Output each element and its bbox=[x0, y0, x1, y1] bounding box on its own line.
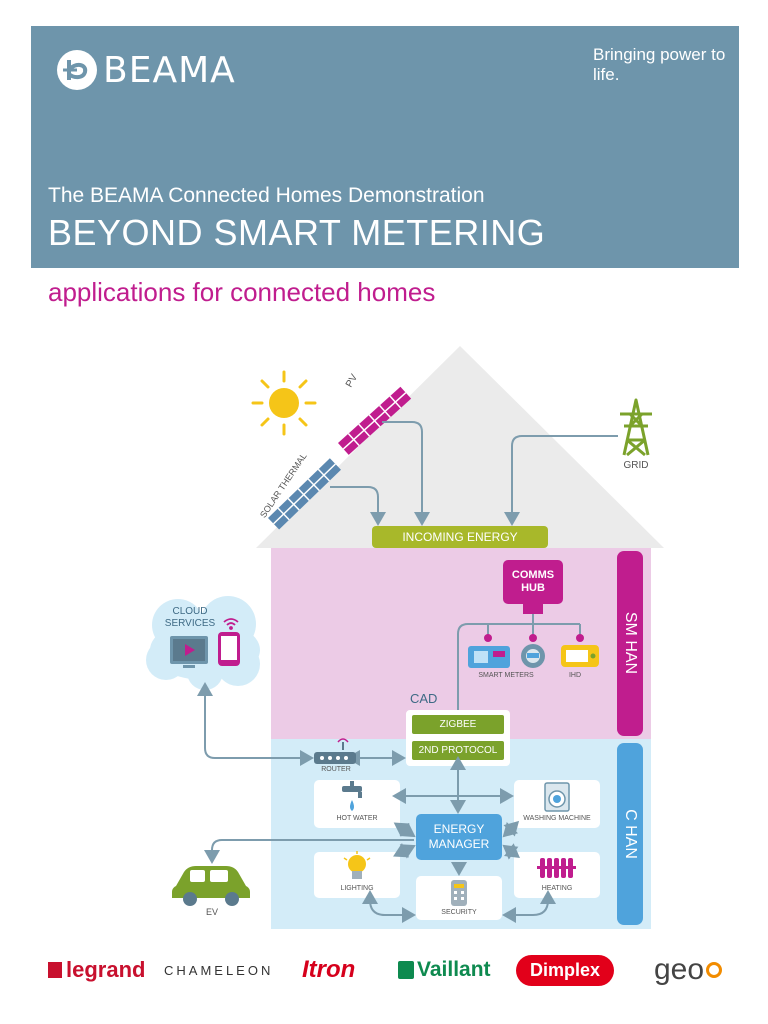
geo-text: geo bbox=[654, 953, 705, 986]
pylon-icon bbox=[620, 398, 652, 457]
legrand-text: legrand bbox=[66, 957, 146, 982]
geo-logo: geo bbox=[654, 948, 723, 992]
hot-water-box bbox=[314, 780, 400, 828]
pv-panel-icon bbox=[338, 386, 412, 455]
cloud-services-label: CLOUD SERVICES bbox=[164, 606, 216, 629]
section-title: applications for connected homes bbox=[48, 277, 436, 307]
smart-meters-label: SMART METERS bbox=[478, 672, 534, 679]
energy-manager-box bbox=[416, 814, 502, 860]
partner-logos: legrand CHAMELEON Itron Vaillant Dimplex… bbox=[0, 948, 768, 998]
solar-arrow bbox=[330, 486, 386, 526]
vaillant-logo: Vaillant bbox=[398, 948, 491, 992]
tablet-icon bbox=[218, 632, 240, 666]
geo-swirl-icon bbox=[706, 962, 723, 978]
dimplex-text: Dimplex bbox=[530, 959, 601, 980]
ev-car-icon bbox=[172, 866, 250, 906]
cloud-router-arrow bbox=[197, 682, 314, 766]
c-han-bar bbox=[617, 743, 643, 925]
tv-icon bbox=[170, 636, 208, 668]
itron-logo: Itron bbox=[302, 948, 355, 992]
itron-text: Itron bbox=[302, 956, 356, 983]
logo-text: BEAMA bbox=[103, 50, 236, 91]
zigbee-box bbox=[412, 715, 504, 734]
heating-label: HEATING bbox=[541, 885, 573, 892]
zigbee-label: ZIGBEE bbox=[439, 719, 477, 730]
grid-label: GRID bbox=[623, 460, 649, 471]
comms-hub-tab bbox=[523, 604, 543, 614]
header-banner: BEAMA Bringing power to life. The BEAMA … bbox=[31, 26, 739, 268]
sm-han-zone bbox=[271, 548, 651, 739]
grid-arrow bbox=[504, 435, 618, 526]
house-roof bbox=[256, 346, 664, 548]
sm-han-bar bbox=[617, 551, 643, 736]
solar-thermal-panel-icon bbox=[268, 458, 341, 530]
sun-icon bbox=[251, 370, 317, 436]
router-label: ROUTER bbox=[321, 766, 351, 773]
chameleon-text: CHAMELEON bbox=[164, 962, 274, 978]
incoming-energy-label: INCOMING ENERGY bbox=[402, 530, 518, 544]
energy-manager-label: ENERGY MANAGER bbox=[428, 822, 490, 851]
subtitle: The BEAMA Connected Homes Demonstration bbox=[48, 184, 485, 207]
vaillant-text: Vaillant bbox=[417, 958, 491, 981]
ihd-icon bbox=[561, 645, 599, 667]
hot-water-label: HOT WATER bbox=[336, 815, 378, 822]
bulb-icon bbox=[343, 851, 371, 879]
incoming-energy-box bbox=[372, 526, 548, 548]
ev-arrow bbox=[204, 839, 414, 864]
radiator-icon bbox=[537, 858, 576, 878]
lighting-label: LIGHTING bbox=[340, 885, 374, 892]
second-protocol-box bbox=[412, 741, 504, 760]
pv-arrow bbox=[382, 421, 430, 526]
ev-label: EV bbox=[205, 907, 218, 917]
washing-machine-label: WASHING MACHINE bbox=[523, 815, 591, 822]
tap-icon bbox=[342, 781, 362, 811]
c-han-label: C HAN bbox=[622, 809, 639, 859]
sm-han-label: SM HAN bbox=[622, 611, 639, 675]
chameleon-logo: CHAMELEON bbox=[164, 948, 273, 992]
comms-hub-box bbox=[503, 560, 563, 604]
tagline: Bringing power to life. bbox=[593, 45, 726, 84]
beama-logo: BEAMA bbox=[55, 48, 235, 100]
vaillant-mark-icon bbox=[398, 961, 414, 979]
dimplex-logo: Dimplex bbox=[516, 948, 615, 992]
legrand-logo: legrand bbox=[48, 948, 145, 992]
page-title: BEYOND SMART METERING bbox=[48, 212, 546, 253]
electricity-meter-icon bbox=[468, 646, 510, 668]
legrand-mark-icon bbox=[48, 962, 62, 978]
cad-label: CAD bbox=[410, 691, 438, 706]
gas-meter-icon bbox=[521, 644, 545, 668]
ihd-label: IHD bbox=[568, 672, 582, 679]
router-icon bbox=[314, 738, 356, 764]
second-protocol-label: 2ND PROTOCOL bbox=[418, 745, 498, 756]
washing-machine-icon bbox=[544, 782, 570, 812]
beama-logo-icon bbox=[57, 50, 97, 90]
keypad-icon bbox=[451, 880, 467, 906]
security-label: SECURITY bbox=[441, 909, 477, 916]
comms-hub-label: COMMS HUB bbox=[511, 569, 555, 594]
wifi-icon bbox=[223, 618, 239, 630]
